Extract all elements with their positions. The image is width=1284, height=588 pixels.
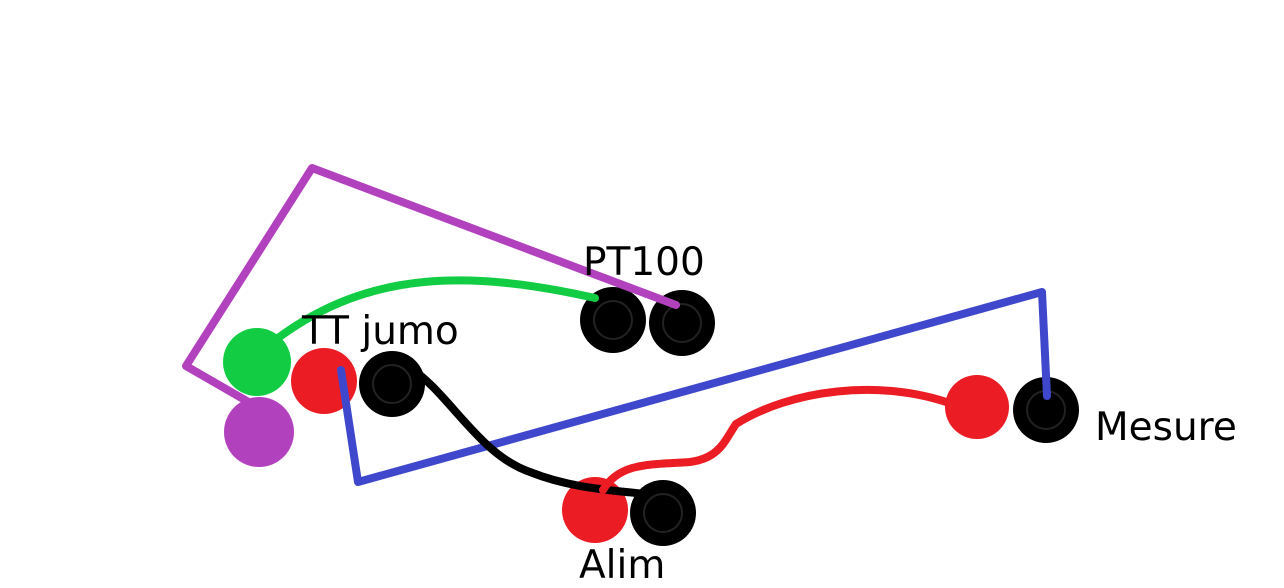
wire-green	[274, 276, 599, 342]
terminal-tt-red	[291, 348, 357, 414]
label-pt100: PT100	[583, 240, 705, 285]
wire-red	[599, 385, 956, 494]
terminal-pt100-left	[580, 287, 646, 353]
terminal-tt-black-inner	[372, 364, 412, 404]
label-mesure: Mesure	[1095, 405, 1237, 450]
wire-blue	[337, 288, 1051, 486]
terminal-mesure-red	[945, 375, 1009, 439]
wire-purple	[182, 164, 680, 412]
terminal-pt100-right-inner	[662, 303, 702, 343]
terminal-purple	[224, 397, 294, 467]
terminal-mesure-black	[1013, 377, 1079, 443]
label-alim: Alim	[579, 543, 666, 588]
label-tt-jumo: TT jumo	[302, 309, 459, 354]
terminal-tt-black	[359, 351, 425, 417]
terminal-pt100-left-inner	[593, 300, 633, 340]
terminal-alim-black-inner	[643, 493, 683, 533]
terminal-pt100-right	[649, 290, 715, 356]
terminal-green	[223, 328, 291, 396]
wire-black	[408, 365, 649, 498]
